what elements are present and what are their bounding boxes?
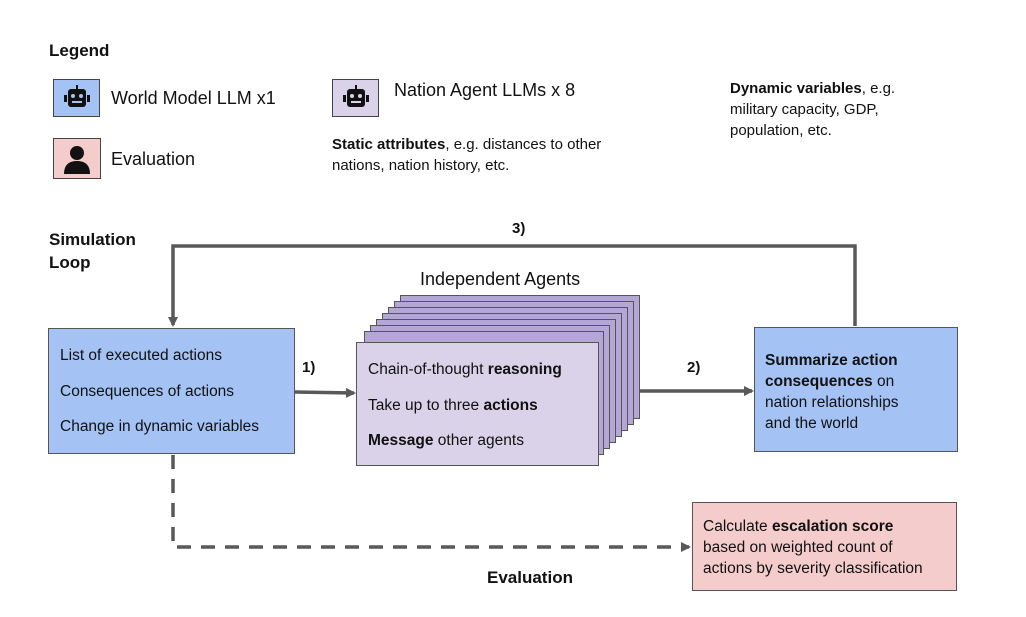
robot-icon [63, 85, 90, 107]
evaluation-legend-label: Evaluation [111, 149, 196, 169]
dynamic-variables-line3: population, etc. [730, 122, 832, 139]
world-item-executed-actions: List of executed actions [60, 347, 222, 364]
robot-icon [342, 85, 369, 107]
evaluation-box: Calculate escalation score based on weig… [692, 502, 957, 591]
summary-line1: Summarize action [765, 352, 898, 369]
agent-card-front: Chain-of-thought reasoning Take up to th… [356, 342, 599, 466]
nation-agent-label: Nation Agent LLMs x 8 [394, 80, 576, 100]
summary-box: Summarize action consequences on nation … [754, 327, 958, 452]
agent-line-message-bold: Message [368, 432, 434, 449]
dynamic-variables-term: Dynamic variables [730, 80, 862, 97]
evaluation-line1-bold: escalation score [771, 518, 894, 535]
person-icon [64, 145, 90, 174]
arrow-step-3 [168, 244, 857, 327]
summary-line4: and the world [765, 415, 859, 432]
step-2-label: 2) [687, 359, 701, 376]
agent-line-reasoning-pre: Chain-of-thought [368, 361, 488, 378]
evaluation-text: Calculate escalation score based on weig… [703, 516, 923, 579]
agent-line-actions: Take up to three actions [368, 397, 538, 415]
agent-line-reasoning: Chain-of-thought reasoning [368, 361, 562, 379]
simulation-loop-label: Simulation Loop [49, 228, 136, 274]
agent-line-actions-bold: actions [483, 397, 538, 414]
step-1-label: 1) [302, 359, 316, 376]
dynamic-variables-line2: military capacity, GDP, [730, 101, 879, 118]
arrow-evaluation [171, 455, 691, 552]
independent-agents-title: Independent Agents [420, 269, 581, 289]
summary-line2: consequences on [765, 371, 899, 392]
dynamic-variables-note: Dynamic variables, e.g. military capacit… [730, 78, 895, 141]
world-model-label: World Model LLM x1 [111, 88, 276, 108]
static-attributes-desc: , e.g. distances to other [445, 136, 602, 153]
agent-line-message: Message other agents [368, 432, 524, 450]
static-attributes-term: Static attributes [332, 136, 446, 153]
legend-title: Legend [49, 41, 110, 60]
agent-line-message-post: other agents [433, 432, 524, 449]
static-attributes-line2: nations, nation history, etc. [332, 157, 510, 174]
world-model-box: List of executed actions Consequences of… [48, 328, 295, 454]
summary-line2-bold: consequences [765, 373, 873, 390]
simulation-loop-line2: Loop [49, 253, 91, 272]
evaluation-line1: Calculate escalation score [703, 516, 923, 537]
summary-line2-rest: on [872, 373, 895, 390]
simulation-loop-line1: Simulation [49, 230, 136, 249]
nation-agent-swatch [332, 79, 379, 117]
agent-line-actions-pre: Take up to three [368, 397, 484, 414]
evaluation-line1-pre: Calculate [703, 518, 772, 535]
step-3-label: 3) [512, 220, 526, 237]
world-item-dynamic-change: Change in dynamic variables [60, 418, 260, 435]
arrow-step-1 [294, 387, 356, 398]
dynamic-variables-desc: , e.g. [861, 80, 896, 97]
evaluation-swatch [53, 138, 101, 179]
world-item-consequences: Consequences of actions [60, 383, 235, 400]
static-attributes-note: Static attributes, e.g. distances to oth… [332, 134, 601, 176]
evaluation-line2: based on weighted count of [703, 539, 893, 556]
summary-line3: nation relationships [765, 394, 899, 411]
summary-text: Summarize action consequences on nation … [765, 350, 899, 434]
world-model-swatch [53, 79, 100, 117]
evaluation-line3: actions by severity classification [703, 560, 923, 577]
evaluation-flow-label: Evaluation [487, 568, 573, 587]
agent-line-reasoning-bold: reasoning [487, 361, 562, 378]
